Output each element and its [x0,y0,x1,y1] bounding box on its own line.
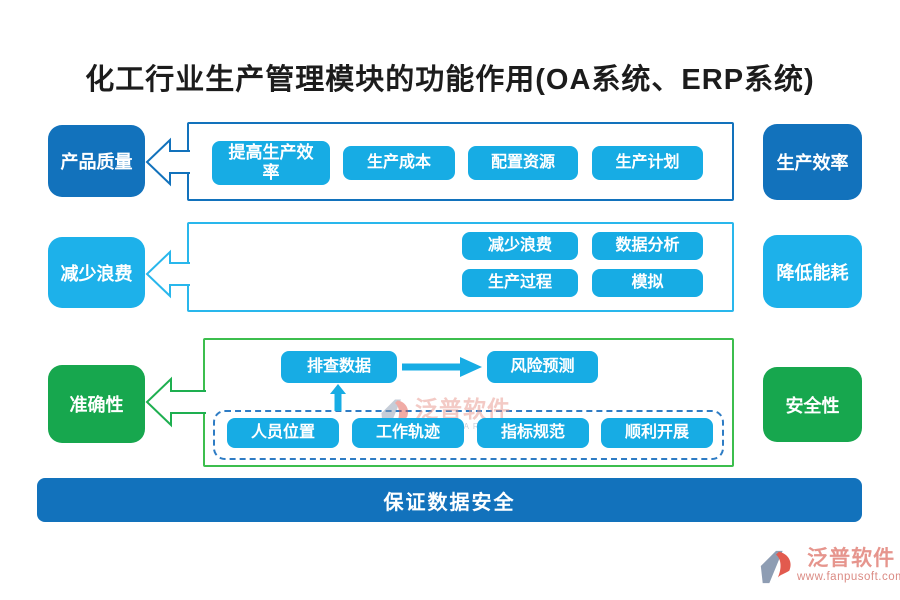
btn-personnel-location: 人员位置 [227,418,339,448]
node-product-quality: 产品质量 [48,125,145,197]
left-arrow-row3-icon [145,376,206,428]
flow-arrow-right-icon [402,357,482,377]
node-safety: 安全性 [763,367,862,442]
flow-arrow-up-icon [330,384,346,411]
btn-smooth-execution: 顺利开展 [601,418,713,448]
footer-logo-icon [760,550,791,584]
btn-production-plan: 生产计划 [592,146,703,180]
btn-reduce-waste: 减少浪费 [462,232,578,260]
diagram-title: 化工行业生产管理模块的功能作用(OA系统、ERP系统) [85,64,815,96]
btn-production-cost: 生产成本 [343,146,455,180]
btn-inspect-data: 排查数据 [281,351,397,383]
footer-brand-text: 泛普软件 [807,547,896,570]
btn-indicator-standards: 指标规范 [477,418,589,448]
footer-logo: 泛普软件 www.fanpusoft.com [757,547,900,586]
node-lower-energy: 降低能耗 [763,235,862,308]
node-production-efficiency: 生产效率 [763,124,862,200]
left-arrow-row1-icon [145,137,190,187]
footer-text-block: 泛普软件 www.fanpusoft.com [797,547,900,584]
btn-data-analysis: 数据分析 [592,232,703,260]
btn-improve-efficiency: 提高生产效率 [212,141,330,185]
node-reduce-waste: 减少浪费 [48,237,145,308]
left-arrow-row2-icon [145,249,190,299]
footer-url: www.fanpusoft.com [797,571,900,584]
dashed-group-box [213,410,724,460]
btn-production-process: 生产过程 [462,269,578,297]
btn-simulation: 模拟 [592,269,703,297]
data-security-bar: 保证数据安全 [37,478,862,522]
btn-work-trajectory: 工作轨迹 [352,418,464,448]
node-accuracy: 准确性 [48,365,145,443]
btn-allocate-resources: 配置资源 [468,146,578,180]
btn-risk-prediction: 风险预测 [487,351,598,383]
